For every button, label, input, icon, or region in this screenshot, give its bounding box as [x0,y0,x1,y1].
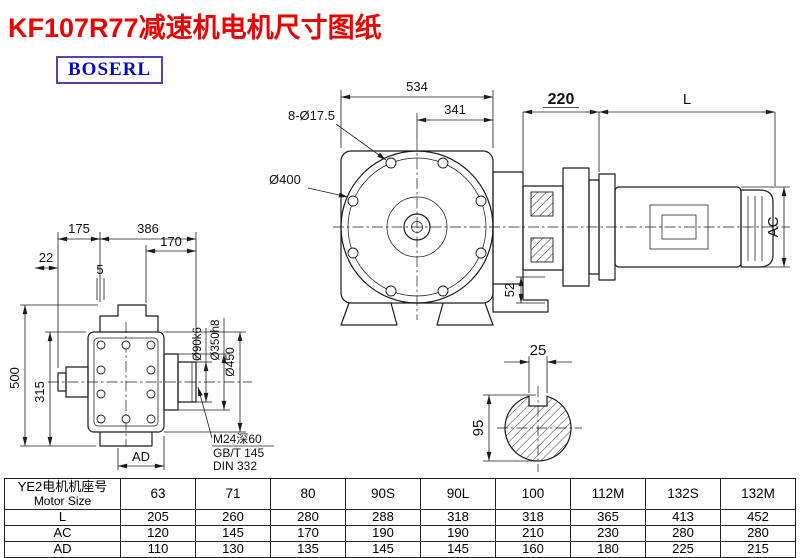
brand-logo: BOSERL [56,56,164,84]
dim-value: 318 [420,509,496,526]
motor-size-col: 100 [495,478,571,510]
output-shaft [177,361,197,403]
table-row: L 205 260 280 288 318 318 365 413 452 [4,509,796,526]
center-lines [48,139,790,472]
header-en: Motor Size [33,493,92,508]
standard-gbt-label: GB/T 145 [213,446,264,460]
flange-diameter-label: Ø400 [269,172,301,187]
dim-value: 215 [720,541,796,558]
dim-value: 280 [720,525,796,542]
front-dimensions: 534 341 8-Ø17.5 Ø400 220 L AC 52 [269,79,790,304]
dim-value: 160 [495,541,571,558]
motor-size-col: 90L [420,478,496,510]
holes-callout: 8-Ø17.5 [288,108,335,123]
input-housing [492,171,524,285]
motor-size-col: 63 [120,478,196,510]
top-boss [99,304,159,332]
dim-500-label: 500 [7,367,22,389]
dim-value: 190 [420,525,496,542]
motor-size-col: 90S [345,478,421,510]
flange-od-label: Ø450 [223,347,237,377]
motor-size-col: 80 [270,478,346,510]
side-view [57,304,197,447]
motor-size-col: 112M [570,478,646,510]
table-row: AD 110 130 135 145 145 160 180 225 215 [4,541,796,558]
dim-value: 120 [120,525,196,542]
dim-95-label: 95 [470,420,487,437]
dim-value: 230 [570,525,646,542]
dim-value: 280 [645,525,721,542]
dim-value: 170 [270,525,346,542]
dim-value: 135 [270,541,346,558]
dim-52-label: 52 [502,283,517,297]
dim-175-label: 175 [68,221,90,236]
left-foot [340,302,398,326]
dim-value: 288 [345,509,421,526]
dim-value: 110 [120,541,196,558]
motor-size-col: 132S [645,478,721,510]
dim-value: 145 [345,541,421,558]
dim-value: 145 [420,541,496,558]
dim-value: 210 [495,525,571,542]
dim-220-label: 220 [548,91,575,108]
dim-534-label: 534 [406,79,428,94]
dim-25-label: 25 [530,342,547,359]
dim-L-label: L [683,91,691,108]
shaft-diameter-label: Ø90k6 [192,327,204,361]
dim-386-label: 386 [137,221,159,236]
motor-size-table: YE2电机机座号 Motor Size 63 71 80 90S 90L 100… [4,478,796,558]
thread-callout: M24深60 [213,432,262,446]
dim-value: 130 [195,541,271,558]
dim-22-label: 22 [39,250,53,265]
spigot-diameter-label: Ø350h8 [210,320,222,361]
dim-5-label: 5 [96,262,103,277]
dim-170-label: 170 [160,234,182,249]
table-row: AC 120 145 170 190 190 210 230 280 280 [4,525,796,542]
side-dimensions: 175 386 170 22 5 500 315 Ø90k6 Ø350h8 Ø4… [7,221,274,473]
bottom-boss [99,432,153,447]
dim-value: 145 [195,525,271,542]
header-cn: YE2电机机座号 [17,478,108,494]
right-foot [436,302,494,326]
page-title: KF107R77减速机电机尺寸图纸 [8,13,382,43]
dim-value: 280 [270,509,346,526]
table-header-cell: YE2电机机座号 Motor Size [4,478,121,510]
dim-value: 452 [720,509,796,526]
dim-value: 365 [570,509,646,526]
motor-assembly [492,167,774,313]
dim-value: 180 [570,541,646,558]
dim-AC-label: AC [765,216,782,237]
shaft-section [504,395,572,462]
motor-size-col: 71 [195,478,271,510]
shaft-section-view: 25 95 [470,342,572,462]
row-label: AD [4,541,121,558]
motor-size-col: 132M [720,478,796,510]
dim-value: 225 [645,541,721,558]
dim-AD-label: AD [132,449,150,464]
dim-value: 413 [645,509,721,526]
front-view [340,150,494,326]
dim-315-label: 315 [32,381,47,403]
row-label: AC [4,525,121,542]
dim-value: 205 [120,509,196,526]
dim-value: 318 [495,509,571,526]
dim-value: 190 [345,525,421,542]
dim-341-label: 341 [444,102,466,117]
dim-value: 260 [195,509,271,526]
row-label: L [4,509,121,526]
standard-din-label: DIN 332 [213,459,257,473]
